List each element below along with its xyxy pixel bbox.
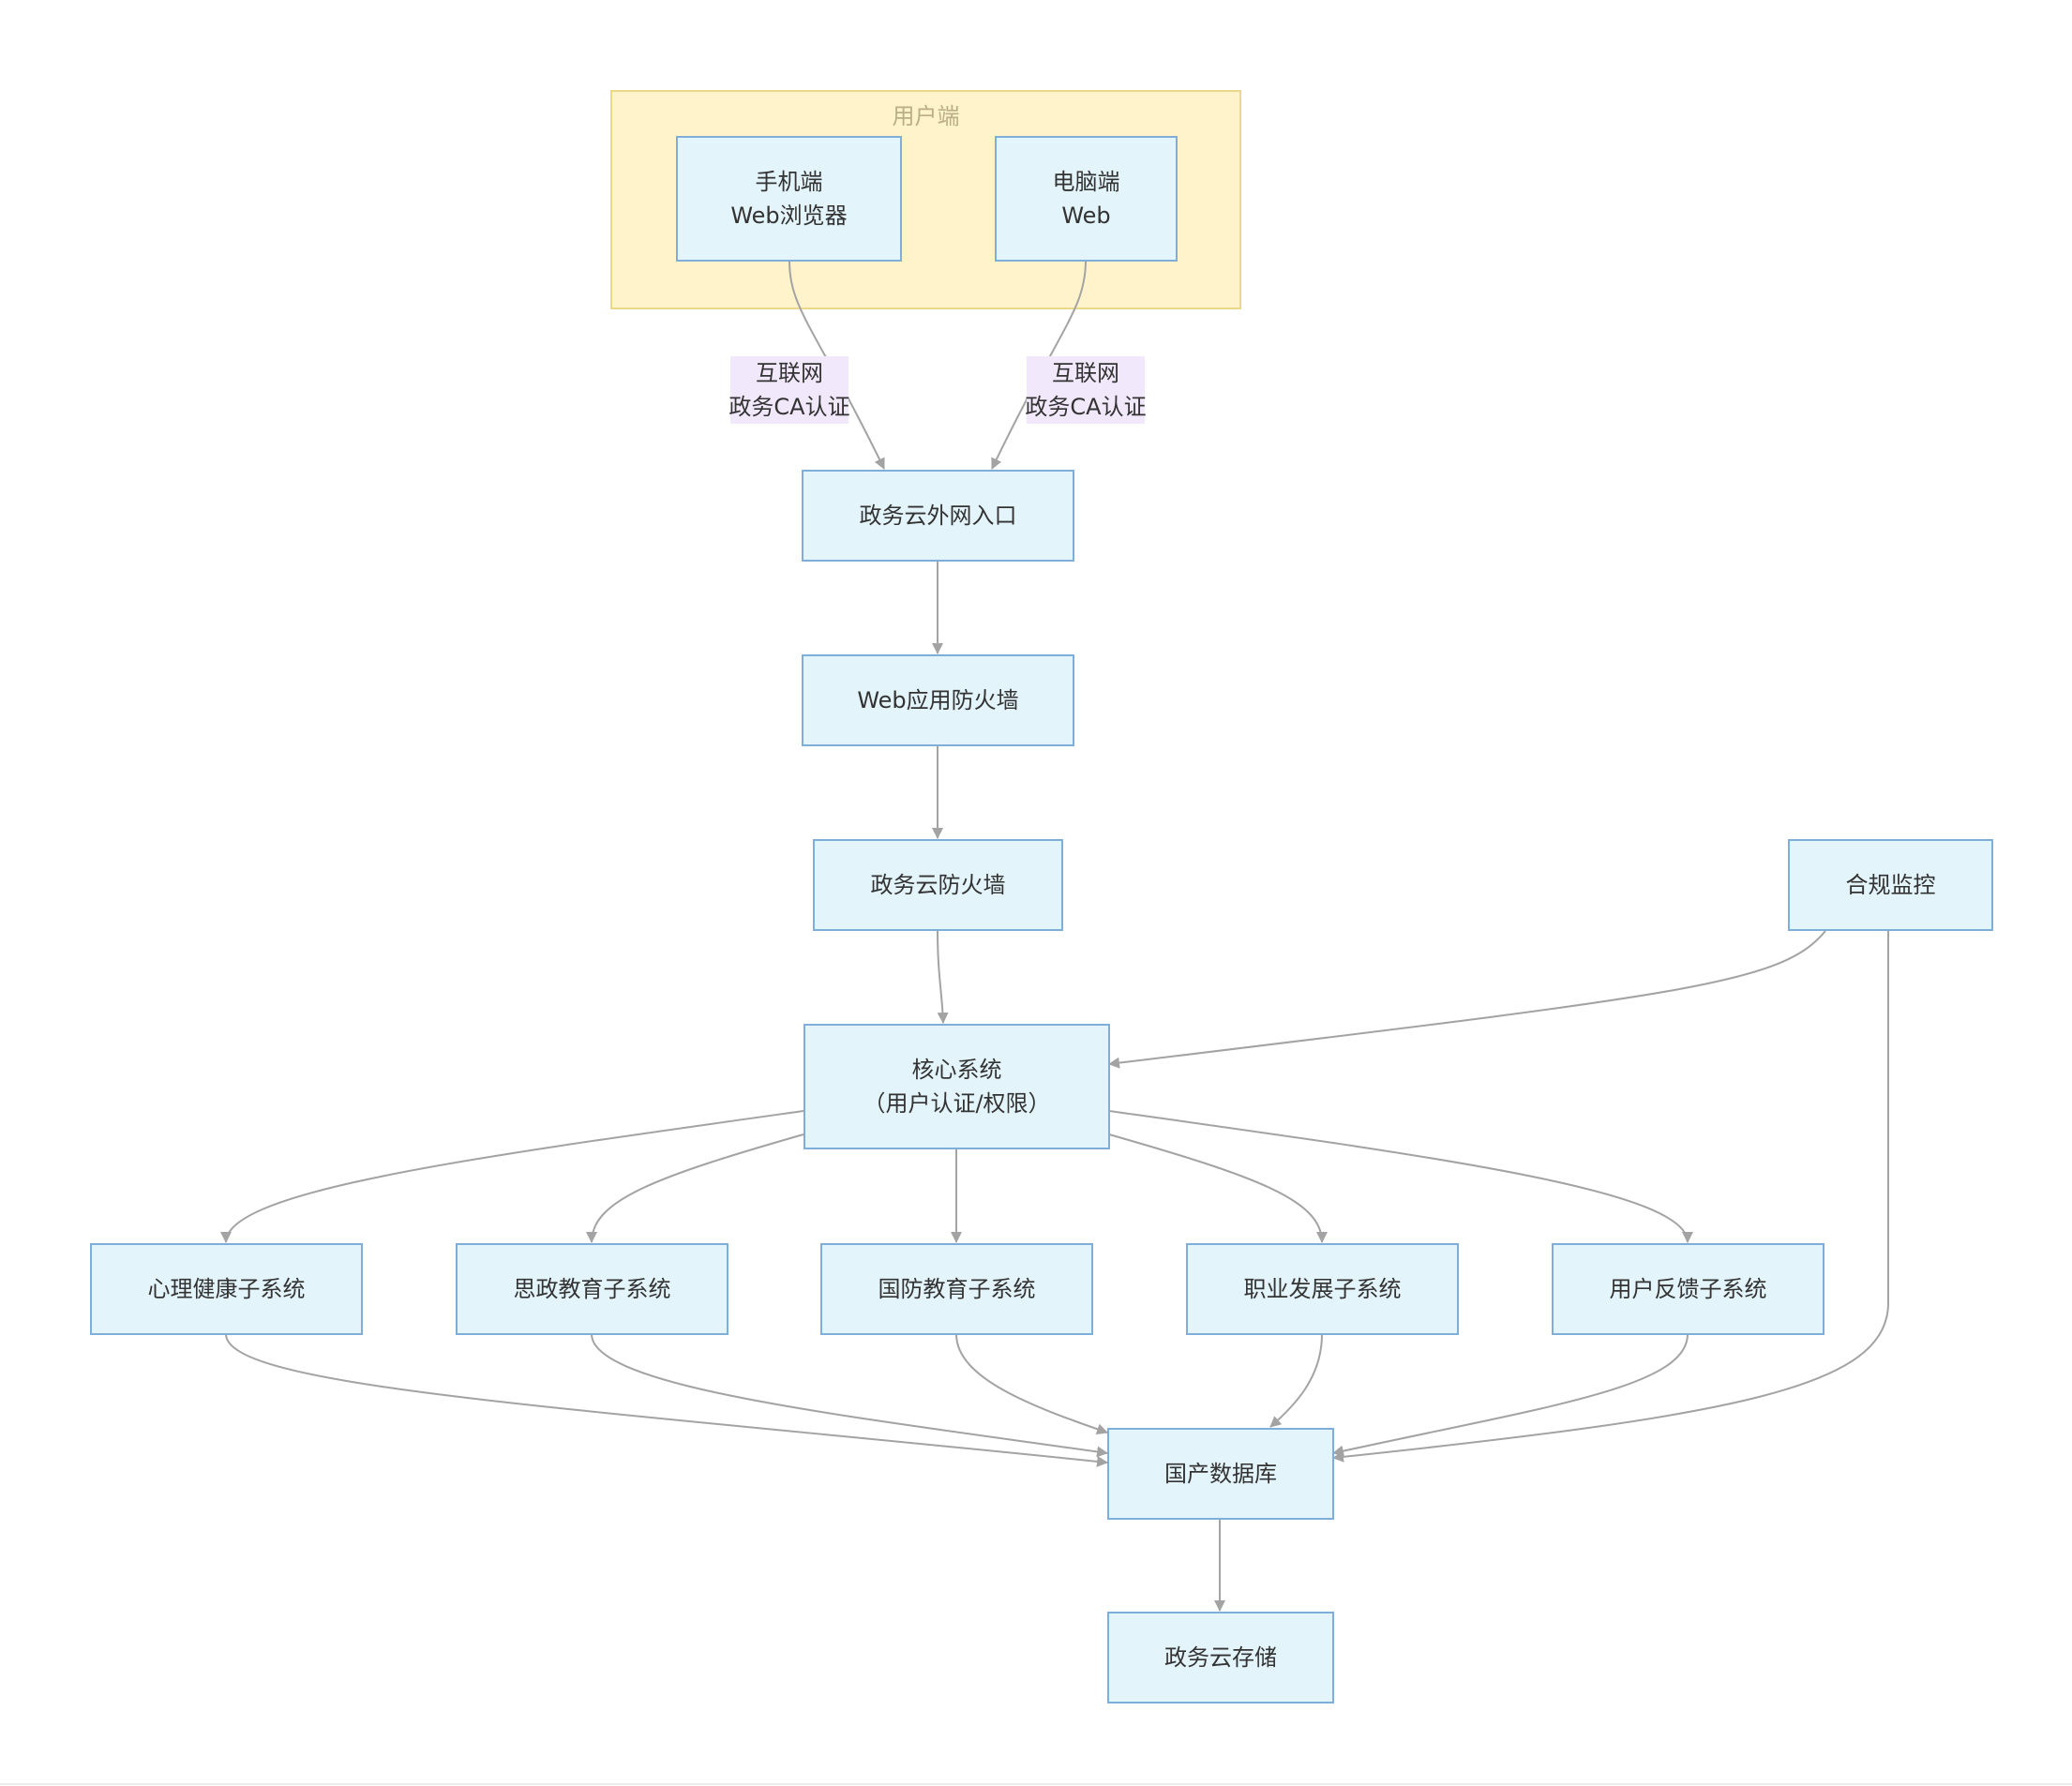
- node-ideology-edu-subsystem[interactable]: 思政教育子系统: [456, 1243, 728, 1335]
- edge-defense-db: [955, 1333, 1108, 1435]
- node-career-dev-subsystem[interactable]: 职业发展子系统: [1186, 1243, 1459, 1335]
- edge-mobile-gateway: [788, 260, 885, 470]
- edge-label-mobile-line-2: 政务CA认证: [728, 394, 850, 420]
- node-defense-line-1: 国防教育子系统: [878, 1276, 1036, 1302]
- node-feedback-line-1: 用户反馈子系统: [1609, 1276, 1767, 1302]
- node-storage-line-1: 政务云存储: [1164, 1644, 1277, 1671]
- node-gov-cloud-storage[interactable]: 政务云存储: [1107, 1612, 1334, 1703]
- node-pc-line-1: 电脑端: [1052, 169, 1120, 195]
- node-gov-cloud-firewall[interactable]: 政务云防火墙: [813, 839, 1063, 931]
- node-compliance-monitor[interactable]: 合规监控: [1788, 839, 1993, 931]
- node-pc-line-2: Web: [1061, 203, 1111, 229]
- edge-career-db: [1269, 1333, 1323, 1428]
- node-career-line-1: 职业发展子系统: [1243, 1276, 1402, 1302]
- node-mobile-line-1: 手机端: [755, 169, 823, 195]
- edge-label-mobile-line-1: 互联网: [756, 360, 823, 386]
- node-waf-line-1: Web应用防火墙: [857, 687, 1019, 713]
- node-mobile-web-browser[interactable]: 手机端 Web浏览器: [676, 136, 902, 262]
- edge-core-psych: [220, 1110, 804, 1243]
- node-psych-line-1: 心理健康子系统: [147, 1276, 306, 1302]
- bottom-divider: [0, 1783, 2072, 1785]
- group-user-side-label: 用户端: [892, 103, 960, 129]
- node-defense-edu-subsystem[interactable]: 国防教育子系统: [820, 1243, 1093, 1335]
- edge-label-pc-line-2: 政务CA认证: [1025, 394, 1147, 420]
- node-gov-cloud-gateway[interactable]: 政务云外网入口: [802, 470, 1074, 562]
- edge-label-mobile-gateway: 互联网 政务CA认证: [728, 356, 850, 424]
- edge-psych-db: [225, 1333, 1108, 1467]
- node-firewall-line-1: 政务云防火墙: [870, 872, 1006, 898]
- edge-firewall-core: [937, 929, 949, 1024]
- node-gateway-line-1: 政务云外网入口: [859, 503, 1017, 529]
- edge-label-pc-line-1: 互联网: [1052, 360, 1119, 386]
- edge-core-ideo: [586, 1133, 804, 1243]
- node-psych-health-subsystem[interactable]: 心理健康子系统: [90, 1243, 363, 1335]
- node-core-line-1: 核心系统: [911, 1057, 1002, 1083]
- edge-compliance-core: [1108, 930, 1826, 1069]
- edge-label-pc-gateway: 互联网 政务CA认证: [1025, 356, 1147, 424]
- node-core-system[interactable]: 核心系统 （用户认证/权限）: [803, 1024, 1110, 1149]
- edge-core-career: [1108, 1133, 1328, 1243]
- edge-compliance-db: [1332, 931, 1889, 1463]
- node-mobile-line-2: Web浏览器: [730, 203, 848, 229]
- node-core-line-2: （用户认证/权限）: [863, 1090, 1051, 1117]
- node-user-feedback-subsystem[interactable]: 用户反馈子系统: [1552, 1243, 1824, 1335]
- node-pc-web[interactable]: 电脑端 Web: [995, 136, 1178, 262]
- node-domestic-database[interactable]: 国产数据库: [1107, 1428, 1334, 1520]
- node-web-app-firewall[interactable]: Web应用防火墙: [802, 654, 1074, 746]
- edge-feedback-db: [1332, 1333, 1689, 1457]
- node-db-line-1: 国产数据库: [1164, 1461, 1277, 1487]
- edge-core-feedback: [1108, 1110, 1693, 1243]
- edge-ideo-db: [591, 1333, 1108, 1458]
- node-ideo-line-1: 思政教育子系统: [513, 1276, 671, 1302]
- node-compliance-line-1: 合规监控: [1845, 872, 1936, 898]
- edge-pc-gateway: [991, 260, 1087, 470]
